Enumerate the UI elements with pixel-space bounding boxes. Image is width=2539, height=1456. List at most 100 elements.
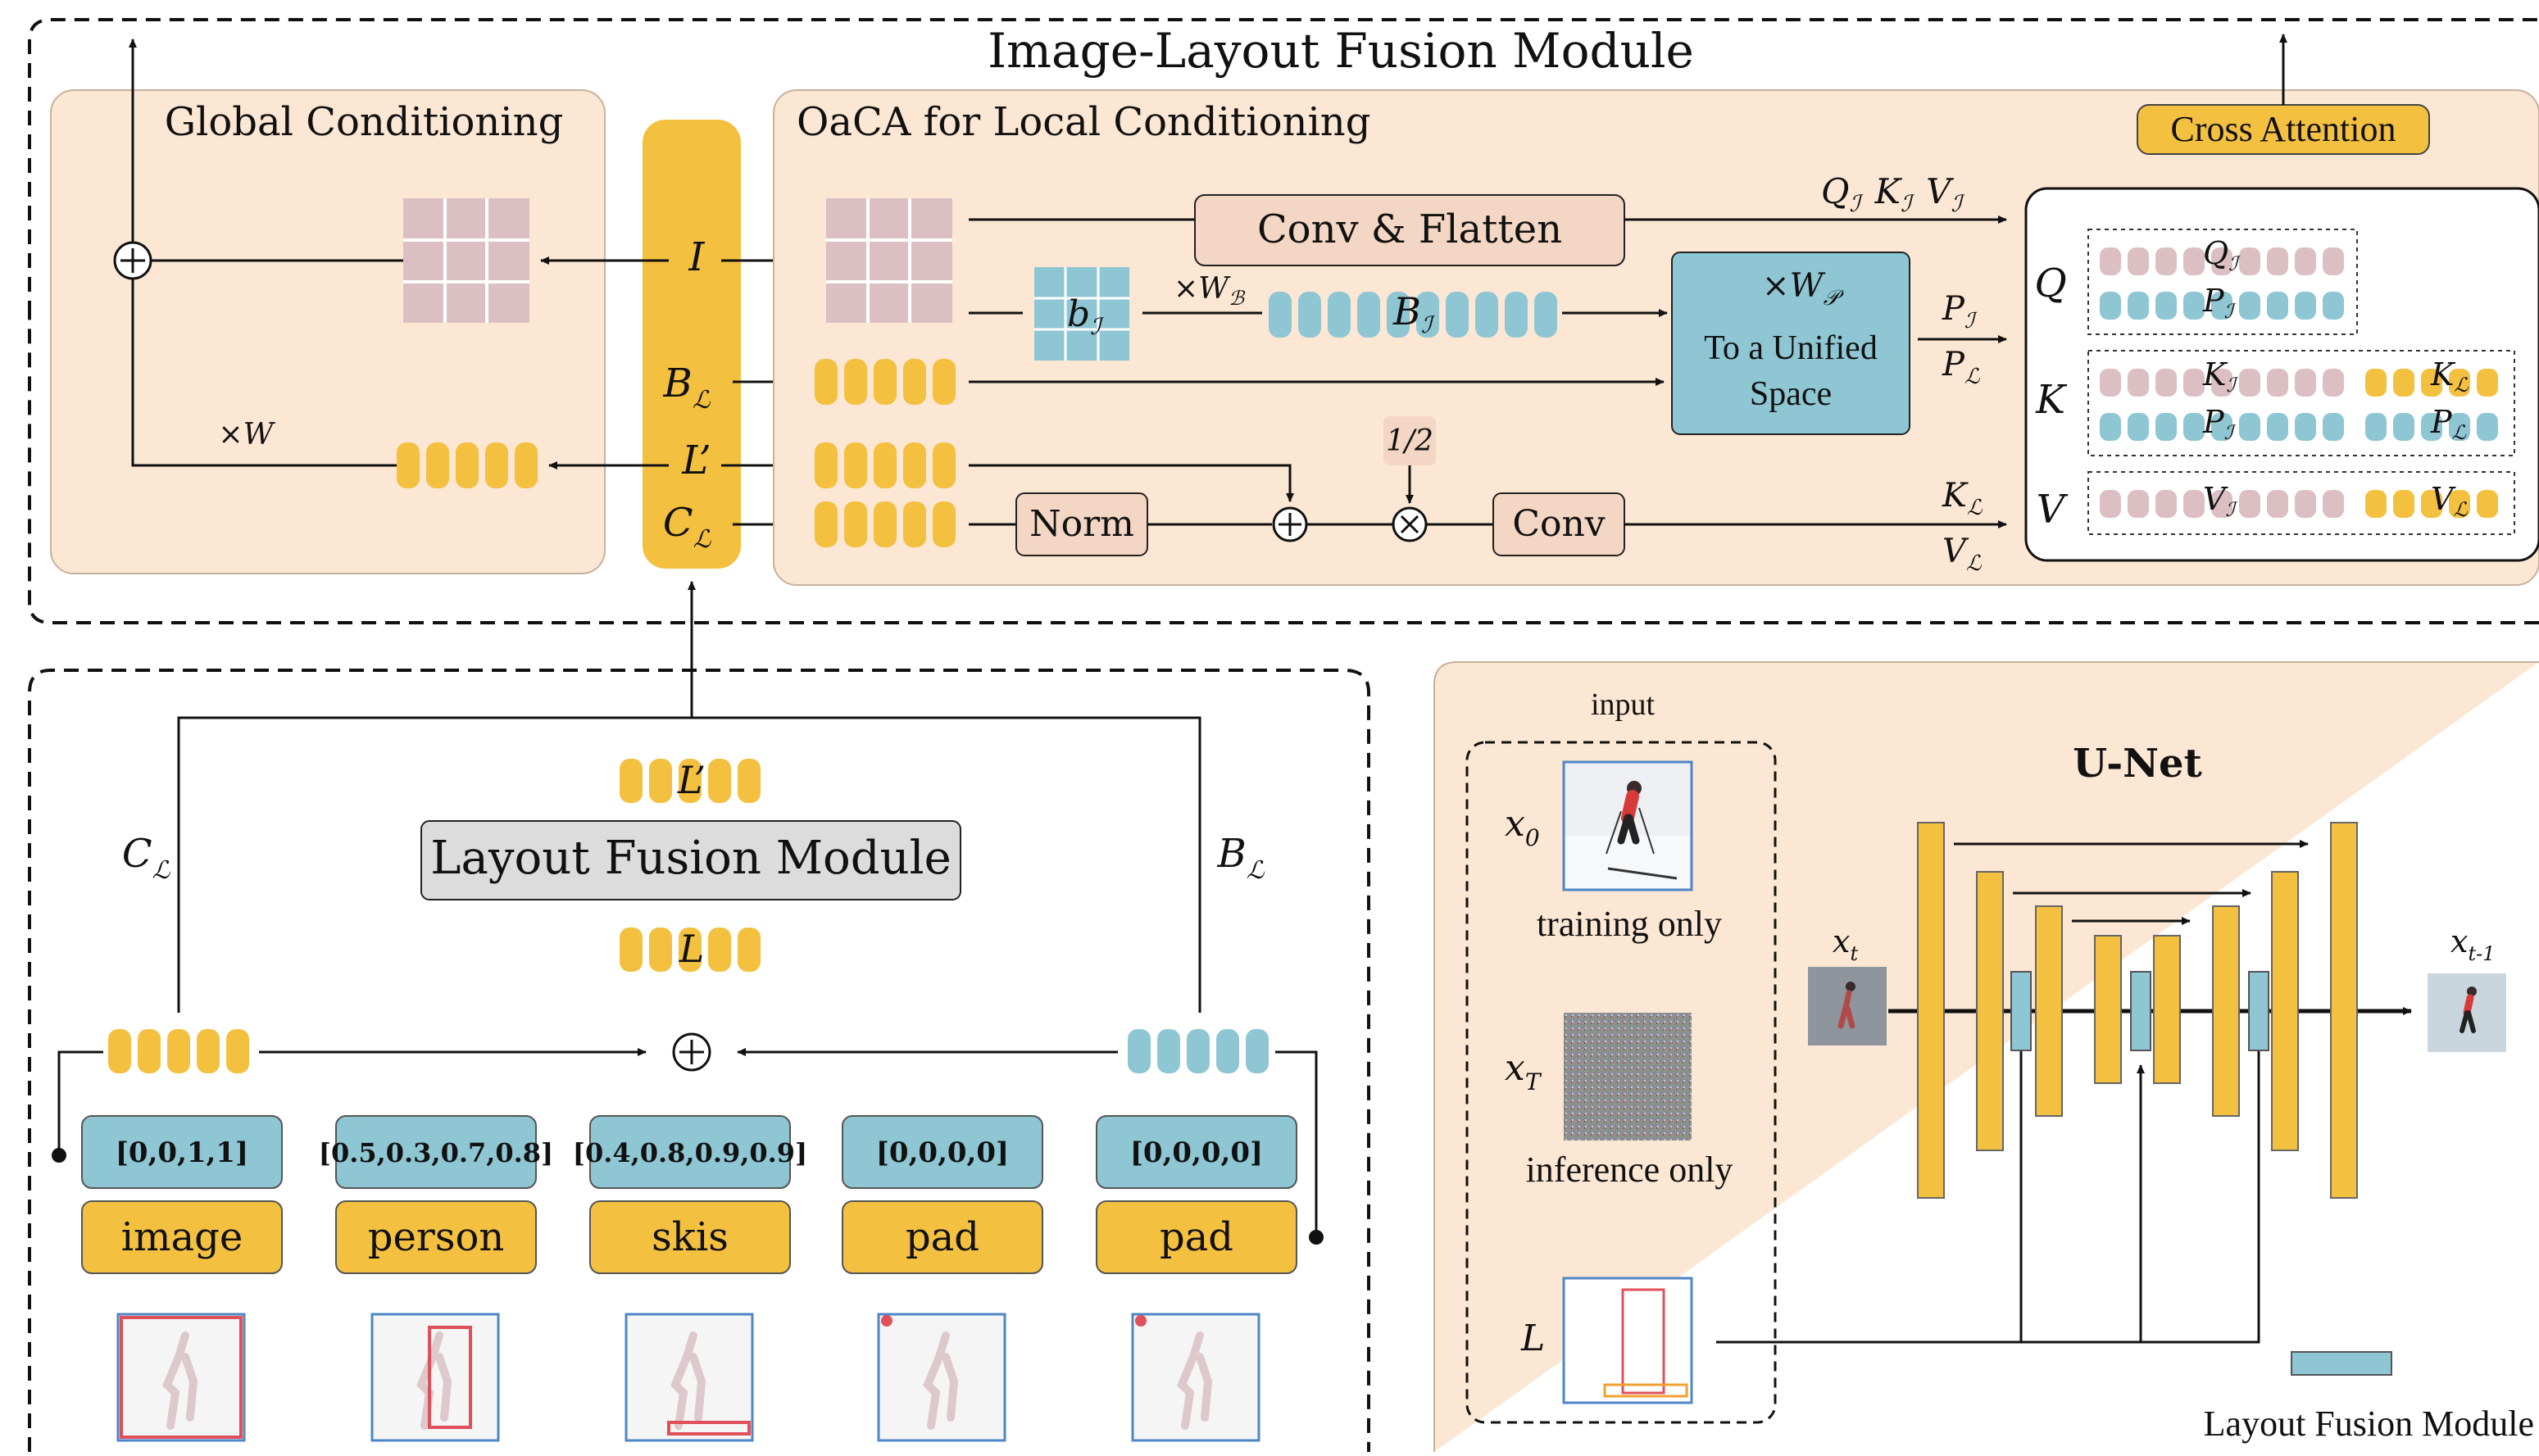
bbox-tokens-local	[815, 359, 956, 405]
category-text-1: person	[368, 1214, 505, 1260]
k-group	[2087, 350, 2515, 456]
category-tokens	[108, 1029, 249, 1073]
category-text-4: pad	[1160, 1214, 1233, 1260]
add-node	[1272, 506, 1308, 542]
center-I-label: I	[688, 234, 706, 280]
attn-V-label: V	[2037, 487, 2069, 533]
attn-K-label: K	[2035, 377, 2068, 423]
center-Lprime-label: L’	[681, 438, 711, 483]
x0-label: x0	[1505, 803, 1540, 851]
global-image-grid	[403, 198, 529, 323]
k-row-c-label: Kℒ	[2430, 356, 2469, 397]
legend-swatch	[2291, 1351, 2392, 1376]
bbox-text-4: [0,0,0,0]	[1130, 1136, 1263, 1169]
thumbnail-person	[370, 1313, 500, 1442]
norm-label: Norm	[1029, 503, 1134, 545]
k-row-d-label: Pℒ	[2430, 404, 2467, 444]
bbox-text-0: [0,0,1,1]	[116, 1136, 248, 1169]
xT-noise-image	[1564, 1013, 1692, 1141]
category-pill-2: skis	[589, 1200, 791, 1274]
layout-tokens	[620, 928, 761, 972]
layout-fusion-panel: Cℒ Bℒ L’ Layout Fusion Module L [0,0,1,1…	[28, 669, 1370, 1452]
thumbnail-image	[116, 1313, 246, 1442]
B-label: Bℒ	[1217, 831, 1265, 885]
k-layout-tokens	[2365, 369, 2498, 397]
v-row-a-label: Vℐ	[2203, 481, 2237, 521]
xt1-image	[2428, 973, 2506, 1052]
v-row-c-label: Vℒ	[2431, 481, 2468, 521]
p-image-label: Pℐ	[1942, 290, 1978, 333]
multiply-node	[1392, 506, 1428, 542]
C-label: Cℒ	[122, 831, 171, 885]
half-box	[1383, 416, 1436, 465]
weight-B-label: ×Wℬ	[1174, 272, 1246, 310]
unet-label: U-Net	[2073, 741, 2202, 787]
thumbnail-pad-1	[877, 1313, 1006, 1442]
k-position-tokens	[2100, 413, 2498, 441]
category-pill-4: pad	[1096, 1200, 1297, 1274]
q-image-tokens	[2100, 247, 2344, 275]
layout-tokens-local	[815, 442, 956, 488]
center-B-label: Bℒ	[663, 361, 711, 415]
training-only-label: training only	[1537, 904, 1722, 944]
xT-label: xT	[1505, 1047, 1542, 1095]
q-position-tokens	[2100, 292, 2344, 320]
category-pill-0: image	[81, 1200, 283, 1274]
oaca-panel: OaCA for Local Conditioning Conv & Flatt…	[773, 34, 2539, 586]
oaca-title: OaCA for Local Conditioning	[797, 99, 1370, 145]
x0-image	[1562, 760, 1693, 891]
k-layout-label: Kℒ	[1942, 477, 1983, 520]
category-text-2: skis	[652, 1214, 729, 1260]
global-layout-tokens	[397, 442, 538, 488]
v-layout-tokens	[2365, 490, 2498, 518]
p-layout-label: Pℒ	[1942, 346, 1981, 389]
k-row-b-label: Pℐ	[2202, 404, 2237, 444]
box-feature-grid: bℐ	[1034, 267, 1129, 361]
cross-attention-label: Cross Attention	[2170, 109, 2396, 149]
category-pill-1: person	[335, 1200, 537, 1274]
bbox-pill-0: [0,0,1,1]	[81, 1115, 283, 1189]
global-weight-label: ×W	[218, 418, 275, 451]
global-conditioning-panel: Global Conditioning ×W	[50, 39, 606, 574]
category-pill-3: pad	[842, 1200, 1043, 1274]
unified-line-2: Space	[1750, 375, 1832, 413]
bbox-text-1: [0.5,0.3,0.7,0.8]	[319, 1137, 553, 1168]
inference-only-label: inference only	[1526, 1150, 1733, 1190]
category-text-0: image	[121, 1214, 243, 1260]
bbox-text-3: [0,0,0,0]	[876, 1136, 1009, 1169]
thumbnail-pad-2	[1131, 1313, 1260, 1442]
L-label: L	[679, 927, 705, 971]
unified-space-box	[1671, 252, 1910, 435]
bbox-pill-3: [0,0,0,0]	[842, 1115, 1043, 1189]
input-group	[1465, 741, 1777, 1424]
bottom-sum-node	[672, 1032, 711, 1072]
v-layout-label: Vℒ	[1942, 533, 1983, 576]
v-group	[2087, 471, 2515, 535]
unet-panel: input x0 training only xT inference only…	[1433, 661, 2539, 1452]
bbox-text-2: [0.4,0.8,0.9,0.9]	[573, 1137, 807, 1168]
legend-label: Layout Fusion Module	[2204, 1404, 2534, 1444]
v-image-tokens	[2100, 490, 2344, 518]
bbox-pill-2: [0.4,0.8,0.9,0.9]	[573, 1115, 807, 1189]
global-sum-node	[113, 241, 152, 280]
xt-image	[1808, 967, 1887, 1046]
global-conditioning-title: Global Conditioning	[165, 99, 564, 145]
xt-label: xt	[1833, 923, 1858, 965]
bbox-pill-4: [0,0,0,0]	[1096, 1115, 1297, 1189]
layout-fusion-label: Layout Fusion Module	[430, 832, 951, 885]
local-image-grid	[826, 198, 952, 323]
thumbnail-skis	[625, 1313, 754, 1442]
center-C-label: Cℒ	[663, 500, 712, 554]
layout-thumbnail	[1562, 1277, 1693, 1404]
unified-line-1: To a Unified	[1704, 329, 1878, 367]
L-prime-label: L’	[677, 758, 706, 802]
condition-column: I Bℒ L’ Cℒ	[540, 120, 806, 569]
unet-blocks	[1917, 822, 2358, 1199]
half-label: 1/2	[1386, 424, 1433, 458]
conv-flatten-box	[1194, 194, 1625, 266]
q-row-a-label: Qℐ	[2203, 235, 2241, 275]
bbox-tokens	[1128, 1029, 1269, 1073]
